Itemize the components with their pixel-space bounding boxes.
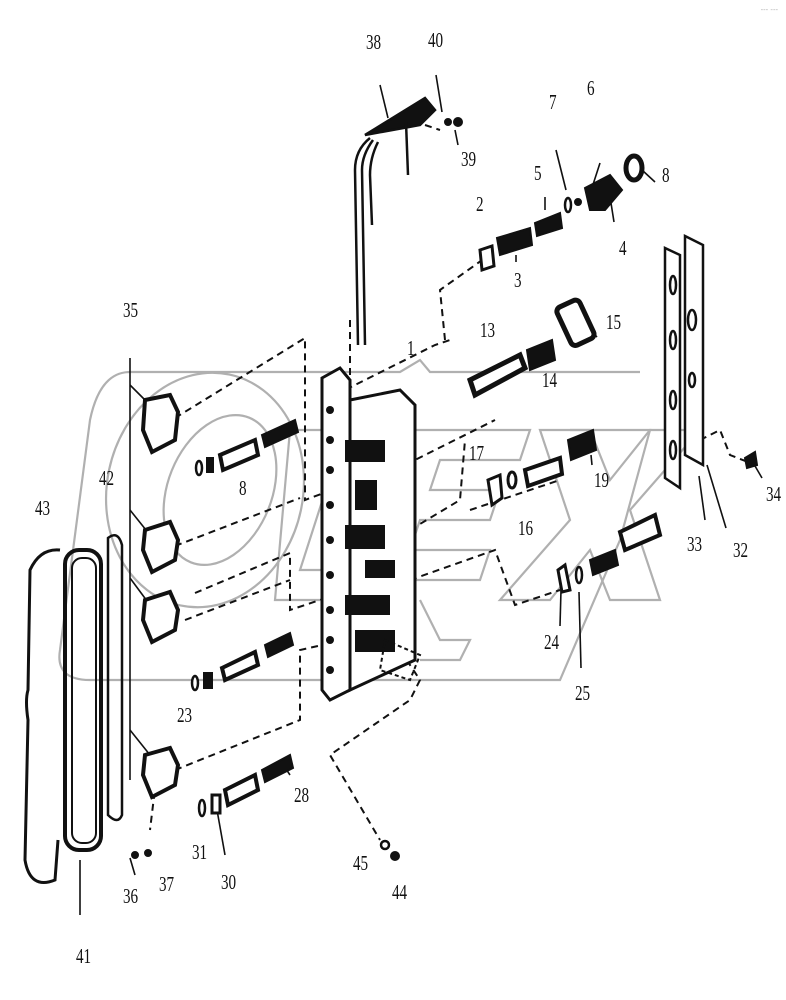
- part-label-35: 35: [123, 298, 139, 322]
- part-label-24: 24: [544, 630, 560, 654]
- part-label-32: 32: [733, 538, 749, 562]
- corner-mark: --- ---: [760, 6, 778, 14]
- part-label-14: 14: [542, 368, 558, 392]
- part-label-3: 3: [514, 268, 522, 292]
- part-label-44: 44: [392, 880, 408, 904]
- part-label-28: 28: [294, 783, 310, 807]
- part-label-8b: 8: [239, 476, 247, 500]
- part-label-42: 42: [99, 466, 115, 490]
- separator-plates: [663, 233, 705, 491]
- part-label-2: 2: [476, 192, 484, 216]
- part-label-41: 41: [76, 944, 92, 968]
- part-label-36: 36: [123, 884, 139, 908]
- part-label-38: 38: [366, 30, 382, 54]
- cover-and-gaskets: [23, 533, 124, 884]
- part-label-13: 13: [480, 318, 496, 342]
- part-label-16: 16: [518, 516, 534, 540]
- solenoids: [140, 392, 181, 800]
- part-label-17: 17: [469, 441, 485, 465]
- wire-harness: [353, 96, 437, 346]
- part-label-25: 25: [575, 681, 591, 705]
- part-label-4: 4: [619, 236, 627, 260]
- part-label-5: 5: [534, 161, 542, 185]
- part-label-19: 19: [594, 468, 610, 492]
- part-label-39: 39: [461, 147, 477, 171]
- part-label-45: 45: [353, 851, 369, 875]
- part-label-1: 1: [407, 336, 415, 360]
- part-label-43: 43: [35, 496, 51, 520]
- label-leader-lines: [79, 74, 763, 915]
- part-label-34: 34: [766, 482, 782, 506]
- part-label-6: 6: [587, 76, 595, 100]
- part-label-23: 23: [177, 703, 193, 727]
- part-label-30: 30: [221, 870, 237, 894]
- part-label-15: 15: [606, 310, 622, 334]
- spools-and-springs: [131, 117, 759, 861]
- valve-body-main: [320, 366, 422, 702]
- part-label-31: 31: [192, 840, 208, 864]
- part-label-33: 33: [687, 532, 703, 556]
- part-label-7: 7: [549, 90, 557, 114]
- part-label-40: 40: [428, 28, 444, 52]
- part-label-8a: 8: [662, 163, 670, 187]
- part-label-37: 37: [159, 872, 175, 896]
